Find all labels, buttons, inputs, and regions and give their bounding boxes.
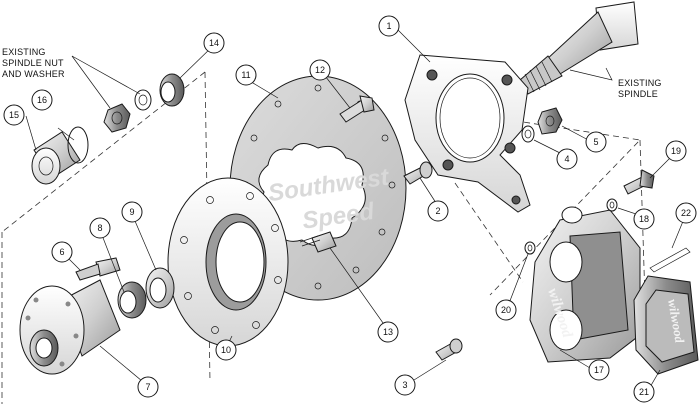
svg-text:22: 22 xyxy=(681,208,691,218)
svg-text:8: 8 xyxy=(97,223,102,233)
callout-17: 17 xyxy=(588,359,610,381)
outer-bearing-14 xyxy=(159,73,185,107)
callout-5: 5 xyxy=(585,131,607,153)
text-existing-1: EXISTING xyxy=(2,47,46,57)
svg-text:7: 7 xyxy=(145,382,150,392)
callout-20: 20 xyxy=(495,299,517,321)
svg-text:19: 19 xyxy=(671,146,681,156)
svg-text:10: 10 xyxy=(221,345,231,355)
callout-10: 10 xyxy=(215,339,237,361)
text-existing-2: EXISTING xyxy=(618,78,662,88)
svg-text:14: 14 xyxy=(209,38,219,48)
callout-18: 18 xyxy=(633,208,655,230)
callout-11: 11 xyxy=(235,64,257,86)
seal-9 xyxy=(145,267,175,309)
svg-text:15: 15 xyxy=(9,110,19,120)
callout-8: 8 xyxy=(89,217,111,239)
svg-text:11: 11 xyxy=(241,70,250,80)
svg-text:17: 17 xyxy=(594,365,604,375)
text-spindle: SPINDLE xyxy=(618,89,658,99)
nut-5 xyxy=(537,107,563,135)
callout-4: 4 xyxy=(556,148,578,170)
callout-1: 1 xyxy=(378,15,400,37)
svg-text:4: 4 xyxy=(564,154,569,164)
svg-text:1: 1 xyxy=(386,21,391,31)
bracket-bolt-12 xyxy=(339,95,375,123)
caliper-bolt-19 xyxy=(623,169,655,195)
callout-21: 21 xyxy=(633,381,655,403)
callout-7: 7 xyxy=(137,376,159,398)
svg-text:9: 9 xyxy=(129,207,134,217)
washer-18 xyxy=(606,198,618,212)
callout-16: 16 xyxy=(31,89,53,111)
callout-22: 22 xyxy=(675,202,697,224)
callout-3: 3 xyxy=(394,374,416,396)
bracket-bolt-3 xyxy=(435,338,463,361)
callout-12: 12 xyxy=(309,59,331,81)
callout-14: 14 xyxy=(203,32,225,54)
callout-markers: 1 2 3 4 5 6 7 8 9 10 11 12 13 14 15 16 1… xyxy=(3,15,697,403)
caliper-17: wilwood xyxy=(529,206,641,363)
callout-15: 15 xyxy=(3,104,25,126)
inner-bearing-8 xyxy=(117,281,147,319)
spindle-nut-washer xyxy=(103,89,152,133)
washer-20 xyxy=(524,241,536,255)
callout-9: 9 xyxy=(121,201,143,223)
svg-text:2: 2 xyxy=(435,206,440,216)
svg-text:6: 6 xyxy=(59,247,64,257)
existing-spindle xyxy=(519,1,639,95)
caliper-bracket xyxy=(404,54,531,213)
wheel-stud-6 xyxy=(75,257,121,281)
svg-text:20: 20 xyxy=(501,305,511,315)
dust-cap-15 xyxy=(31,131,81,185)
text-spindle-nut: SPINDLE NUT xyxy=(2,58,64,68)
label-existing-spindle: EXISTING SPINDLE xyxy=(618,78,662,99)
svg-text:18: 18 xyxy=(639,214,649,224)
svg-text:13: 13 xyxy=(383,327,393,337)
bracket-bolt-2 xyxy=(403,161,433,185)
rotor-bolt xyxy=(299,231,337,253)
callout-13: 13 xyxy=(377,321,399,343)
o-ring-16 xyxy=(67,126,89,164)
text-and-washer: AND WASHER xyxy=(2,69,65,79)
label-existing-spindle-nut: EXISTING SPINDLE NUT AND WASHER xyxy=(2,47,65,79)
callout-6: 6 xyxy=(51,241,73,263)
svg-text:21: 21 xyxy=(639,387,649,397)
rotor-hat xyxy=(167,177,289,347)
svg-text:5: 5 xyxy=(593,137,598,147)
svg-text:3: 3 xyxy=(402,380,407,390)
svg-text:12: 12 xyxy=(315,65,325,75)
hub-7 xyxy=(19,279,121,375)
callout-2: 2 xyxy=(427,200,449,222)
svg-text:16: 16 xyxy=(37,95,47,105)
callout-19: 19 xyxy=(665,140,687,162)
cotter-pin-22 xyxy=(649,247,691,273)
washer-4 xyxy=(521,125,535,143)
brake-pad-21: wilwood xyxy=(633,275,699,375)
